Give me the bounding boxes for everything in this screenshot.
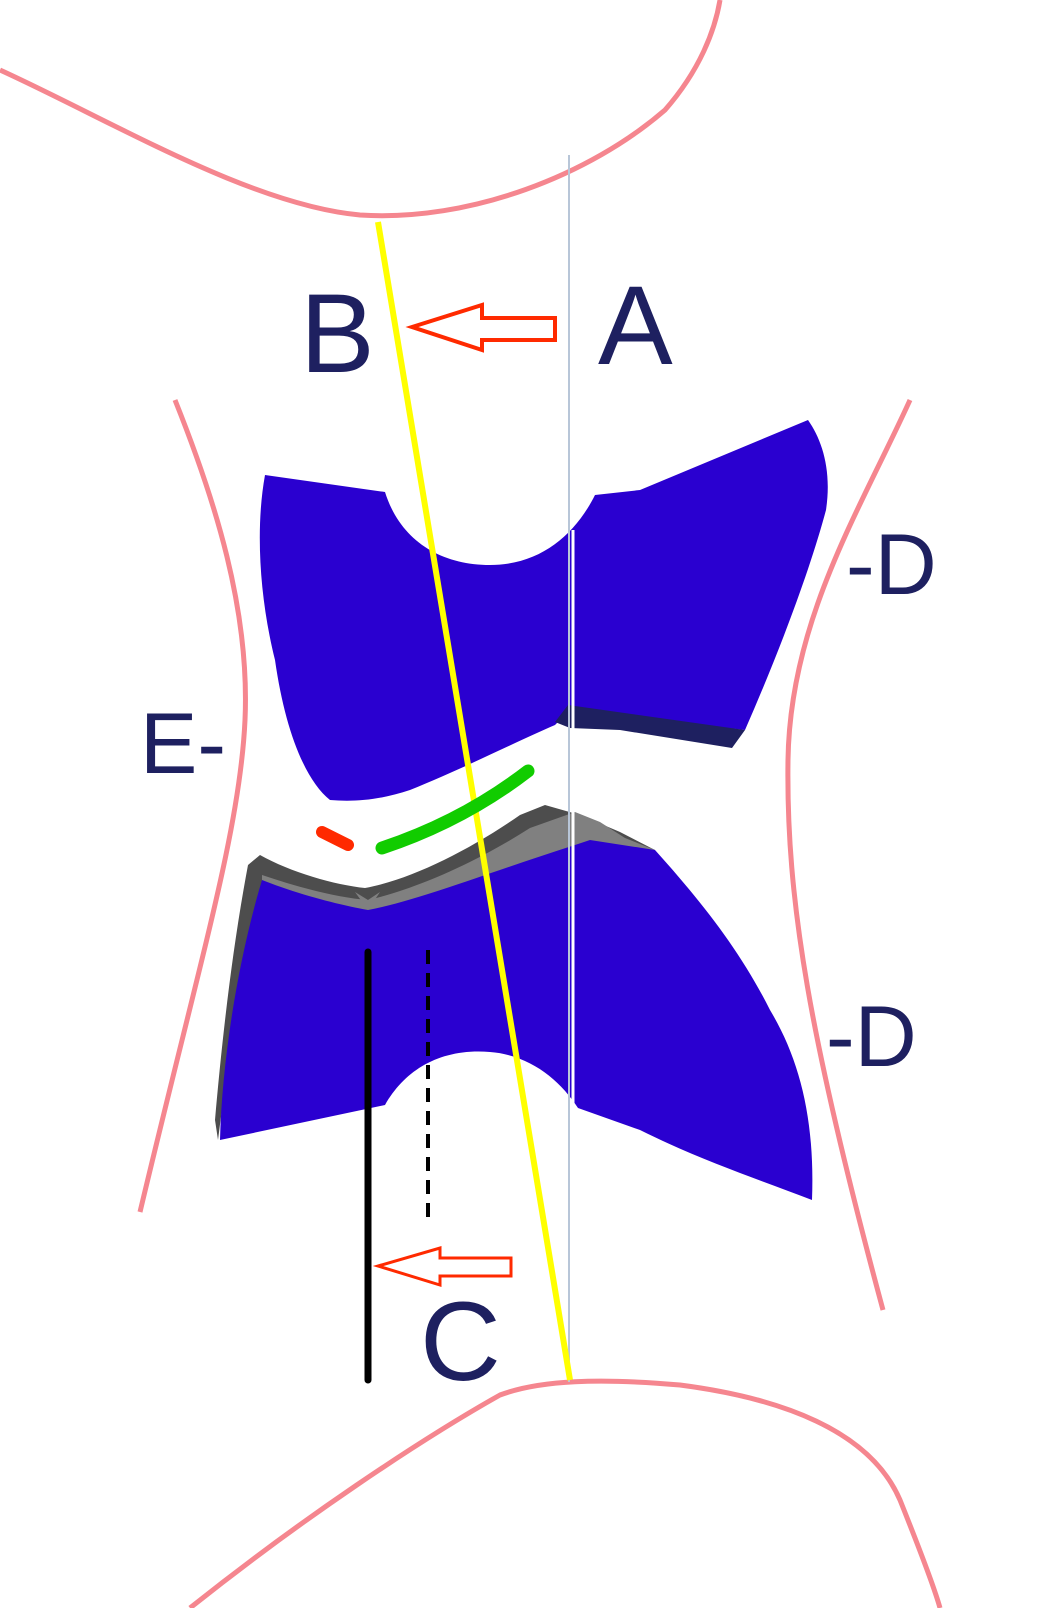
cartilage-notch <box>355 892 380 910</box>
arrow-to-b <box>405 302 557 353</box>
left-soft-tissue-contour <box>137 399 248 1213</box>
label-a: A <box>598 263 673 388</box>
label-e: E- <box>140 696 226 792</box>
label-c: C <box>420 1279 501 1404</box>
lower-bone <box>220 840 813 1200</box>
upper-bone <box>259 420 828 801</box>
label-b: B <box>300 271 375 396</box>
arrow-to-c <box>372 1246 513 1288</box>
upper-bone-shadow <box>555 705 745 748</box>
red-segment <box>316 826 354 851</box>
green-segment <box>375 764 535 855</box>
label-d-lower: -D <box>826 989 917 1085</box>
lower-bone-outline <box>188 1378 943 1608</box>
right-soft-tissue-contour <box>785 398 913 1311</box>
label-d-upper: -D <box>846 517 937 613</box>
lower-cartilage-light <box>262 812 655 915</box>
upper-bone-outline <box>0 0 723 219</box>
lower-cartilage-dark <box>215 805 655 1140</box>
